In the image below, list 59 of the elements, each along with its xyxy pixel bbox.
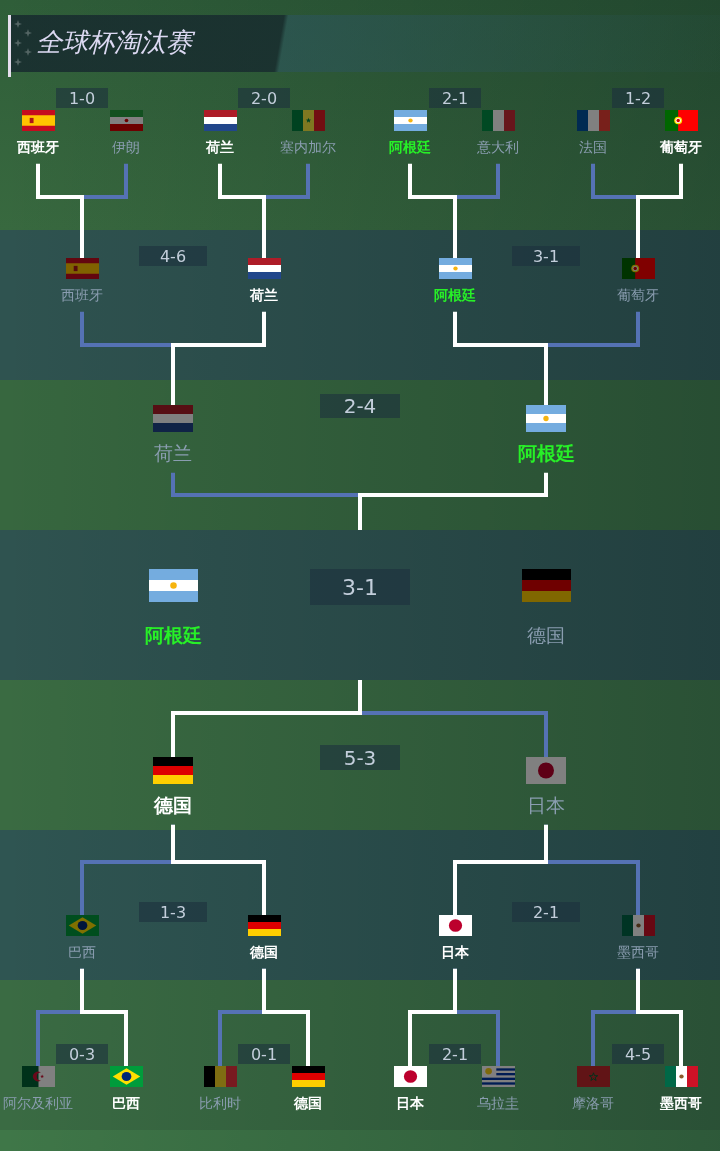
team-name: 阿根廷	[517, 442, 575, 465]
match-score: 5-3	[320, 745, 400, 770]
bracket-line	[171, 824, 266, 915]
match-score: 1-3	[139, 902, 207, 922]
bracket-line	[262, 968, 310, 1066]
team-name: 荷兰	[206, 139, 234, 156]
team-name: 德国	[294, 1095, 322, 1112]
team-name: 西班牙	[17, 139, 59, 156]
match-score: 0-3	[56, 1044, 108, 1064]
team-name: 墨西哥	[660, 1095, 702, 1112]
bracket-line	[358, 472, 548, 530]
team-name: 墨西哥	[617, 944, 659, 961]
match-score: 2-4	[320, 394, 400, 418]
bracket-line	[171, 680, 362, 757]
team-name: 日本	[441, 944, 469, 961]
team-name: 日本	[396, 1095, 424, 1112]
team-name: 德国	[527, 624, 565, 647]
bracket-line	[408, 968, 457, 1066]
match-score: 1-2	[612, 88, 664, 108]
match-score: 0-1	[238, 1044, 290, 1064]
team-name: 荷兰	[154, 442, 192, 465]
team-name: 日本	[527, 794, 565, 817]
bracket-line	[218, 163, 266, 258]
team-name: 巴西	[68, 944, 96, 961]
team-name: 塞内加尔	[280, 139, 336, 156]
team-name: 德国	[250, 944, 278, 961]
team-name: 摩洛哥	[572, 1095, 614, 1112]
bracket-line	[636, 163, 683, 258]
team-name: 阿根廷	[389, 139, 431, 156]
match-score: 2-1	[512, 902, 580, 922]
team-name: 葡萄牙	[617, 287, 659, 304]
team-name: 葡萄牙	[660, 139, 702, 156]
bracket-line	[408, 163, 457, 258]
match-score: 1-0	[56, 88, 108, 108]
team-name: 阿尔及利亚	[3, 1095, 73, 1112]
team-name: 乌拉圭	[477, 1095, 519, 1112]
team-name: 德国	[154, 794, 192, 817]
team-name: 阿根廷	[434, 287, 476, 304]
bracket-line	[453, 311, 548, 405]
team-name: 法国	[579, 139, 607, 156]
match-score: 4-5	[612, 1044, 664, 1064]
team-name: 巴西	[112, 1095, 140, 1112]
match-score: 4-6	[139, 246, 207, 266]
team-name: 比利时	[199, 1095, 241, 1112]
match-score: 2-1	[429, 88, 481, 108]
team-name: 阿根廷	[144, 624, 202, 647]
bracket-line	[636, 968, 683, 1066]
match-score: 2-0	[238, 88, 290, 108]
bracket-line	[171, 311, 266, 405]
match-score: 3-1	[310, 569, 410, 605]
bracket-line	[80, 968, 128, 1066]
team-name: 西班牙	[61, 287, 103, 304]
team-name: 伊朗	[112, 139, 140, 156]
team-name: 意大利	[477, 139, 519, 156]
match-score: 2-1	[429, 1044, 481, 1064]
bracket-line	[453, 824, 548, 915]
match-score: 3-1	[512, 246, 580, 266]
bracket-line	[36, 163, 84, 258]
team-name: 荷兰	[250, 287, 278, 304]
